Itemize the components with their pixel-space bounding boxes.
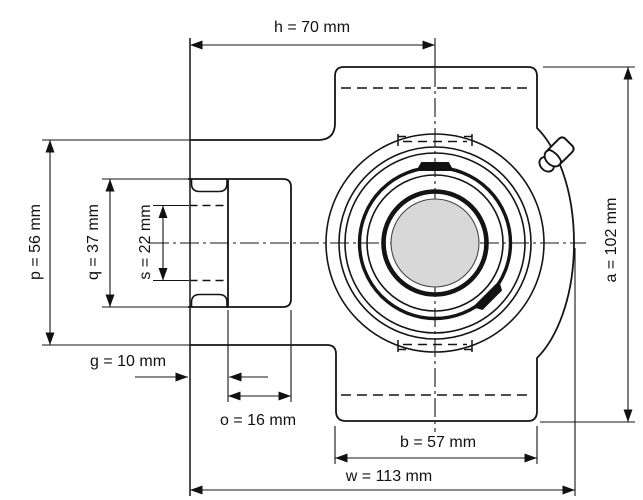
dimensions xyxy=(42,38,635,496)
bearing-circles xyxy=(325,133,545,353)
side-view-sleeve xyxy=(188,38,292,496)
housing-outline xyxy=(190,66,575,422)
sleeve-collar xyxy=(227,178,292,308)
dimension-p xyxy=(42,139,190,346)
dim-label-h: h = 70 mm xyxy=(274,19,350,36)
dim-label-o: o = 16 mm xyxy=(220,412,296,429)
housing-boss-circle xyxy=(325,133,545,353)
dimension-b xyxy=(334,426,538,464)
dim-label-a: a = 102 mm xyxy=(603,198,620,283)
dimension-a xyxy=(540,66,635,423)
dim-label-s: s = 22 mm xyxy=(137,204,154,279)
dimension-h xyxy=(190,38,436,67)
dimension-s xyxy=(153,204,189,282)
dim-label-w: w = 113 mm xyxy=(345,468,432,485)
dim-label-q: q = 37 mm xyxy=(85,204,102,280)
seal-circle xyxy=(366,174,504,312)
front-view-housing xyxy=(190,66,575,422)
grease-fitting xyxy=(538,136,575,173)
dimension-q xyxy=(102,178,188,308)
set-screw-top xyxy=(416,162,454,171)
guide-slot-bottom xyxy=(397,340,473,352)
set-screw-lower-right xyxy=(473,281,506,314)
inner-ring-circle xyxy=(381,189,489,297)
guide-slot-top xyxy=(397,134,473,146)
cover-circle-outer xyxy=(338,146,532,340)
thread-relief-bottom xyxy=(190,293,228,307)
thread-relief-top xyxy=(190,179,228,193)
dimension-labels: h = 70 mm p = 56 mm q = 37 mm s = 22 mm … xyxy=(27,19,620,485)
dim-label-b: b = 57 mm xyxy=(400,434,476,451)
cover-circle-inner xyxy=(344,152,526,334)
shaft-bore xyxy=(390,198,480,288)
dim-label-g: g = 10 mm xyxy=(90,353,166,370)
dimension-w xyxy=(190,248,576,496)
dimension-o xyxy=(227,310,292,402)
dim-label-p: p = 56 mm xyxy=(27,204,44,280)
